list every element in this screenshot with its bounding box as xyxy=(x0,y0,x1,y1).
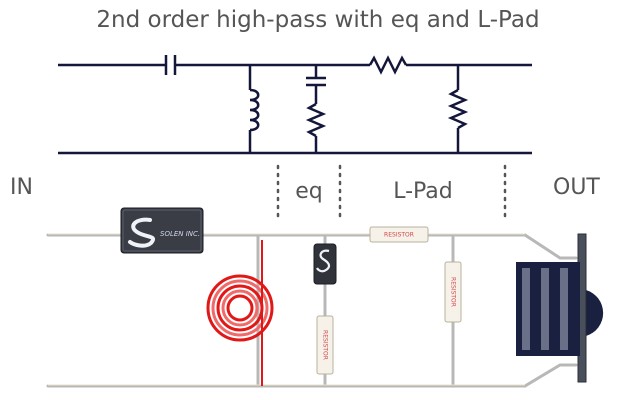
schematic-series-resistor xyxy=(368,55,408,75)
eq-resistor-part: RESISTOR xyxy=(316,315,334,375)
output-label: OUT xyxy=(553,175,600,200)
wiring xyxy=(46,233,578,388)
bottom-wire-to-speaker xyxy=(523,363,578,388)
speaker-magnet-stripe-3 xyxy=(560,268,568,350)
schematic-eq-branch xyxy=(305,65,327,153)
input-label: IN xyxy=(10,175,33,200)
schematic-shunt-inductor xyxy=(248,65,260,153)
schematic xyxy=(58,55,532,155)
lpad-shunt-resistor-label: RESISTOR xyxy=(450,277,457,307)
shunt-coil-part xyxy=(206,240,274,386)
schematic-lpad-shunt-resistor xyxy=(447,65,469,153)
capacitor-brand: SOLEN INC. xyxy=(160,230,200,238)
lpad-label: L-Pad xyxy=(393,179,453,204)
eq-capacitor-part xyxy=(313,243,337,285)
speaker-dome xyxy=(586,290,604,336)
eq-resistor-label: RESISTOR xyxy=(322,330,329,360)
eq-capacitor-logo-icon xyxy=(316,249,331,273)
lpad-series-resistor-label: RESISTOR xyxy=(384,232,414,239)
section-dividers xyxy=(276,164,507,218)
speaker-magnet-stripe-2 xyxy=(541,268,549,350)
diagram-title: 2nd order high-pass with eq and L-Pad xyxy=(96,7,539,33)
schematic-series-capacitor xyxy=(164,55,177,75)
eq-label: eq xyxy=(295,179,323,204)
lpad-series-resistor-part: RESISTOR xyxy=(369,226,429,243)
speaker-magnet-stripe-1 xyxy=(522,268,530,350)
tweeter-speaker xyxy=(516,233,604,383)
series-capacitor-part: SOLEN INC. xyxy=(120,207,204,254)
solen-logo-icon xyxy=(128,217,156,248)
top-wire-to-speaker xyxy=(523,233,578,260)
lpad-shunt-resistor-part: RESISTOR xyxy=(444,261,462,323)
